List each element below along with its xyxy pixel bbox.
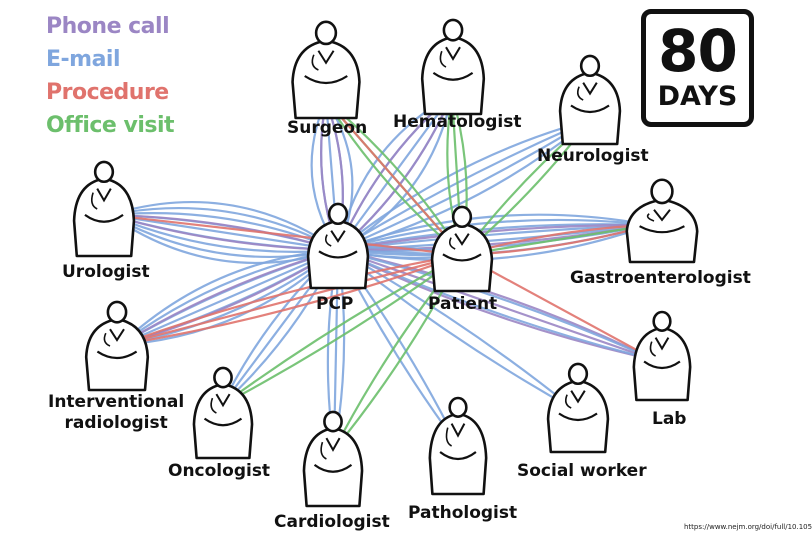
neurologist-figure-icon [558, 54, 622, 146]
email-link-7 [108, 206, 340, 252]
legend-email: E-mail [46, 47, 121, 72]
procedure-link-80 [108, 213, 464, 257]
urologist-label: Urologist [62, 262, 150, 282]
patient-figure-icon [430, 205, 494, 293]
procedure-link-78 [118, 253, 464, 347]
pcp-figure-icon [306, 202, 370, 290]
hematologist-figure-icon [420, 18, 486, 116]
email-link-26 [336, 118, 592, 252]
legend-office-visit: Office visit [46, 113, 175, 138]
surgeon-figure-icon [291, 20, 361, 120]
email-link-8 [108, 201, 340, 252]
patient-label: Patient [428, 294, 498, 314]
legend-phone-call: Phone call [46, 14, 170, 39]
email-link-30 [336, 218, 652, 252]
oncologist-figure-icon [192, 366, 254, 460]
procedure-link-79 [118, 253, 464, 347]
phone-link-37 [336, 223, 652, 252]
pcp-label: PCP [316, 294, 354, 314]
lab-figure-icon [632, 310, 692, 402]
phone-link-59 [336, 248, 657, 362]
cardiologist-label: Cardiologist [274, 512, 390, 532]
days-badge: 80 DAYS [641, 9, 754, 127]
legend-procedure: Procedure [46, 80, 169, 105]
oncologist-label: Oncologist [168, 461, 271, 481]
days-count: 80 [658, 17, 738, 85]
email-link-56 [336, 248, 577, 412]
interventional-radiologist-label-line1: Interventional [48, 392, 185, 412]
pathologist-label: Pathologist [408, 503, 518, 523]
neurologist-label: Neurologist [537, 146, 649, 166]
email-link-62 [336, 248, 657, 362]
social-worker-label: Social worker [517, 461, 647, 481]
email-link-61 [336, 248, 657, 362]
source-url: https://www.nejm.org/doi/full/10.105 [684, 523, 812, 531]
gastroenterologist-label: Gastroenterologist [570, 268, 751, 288]
gastroenterologist-figure-icon [625, 178, 699, 264]
interventional-radiologist-figure-icon [84, 300, 150, 392]
days-unit: DAYS [657, 81, 738, 112]
office-link-82 [220, 253, 464, 407]
legend: Phone call E-mail Procedure Office visit [46, 10, 175, 142]
interventional-radiologist-label: Interventional radiologist [48, 392, 184, 434]
phone-link-58 [336, 248, 657, 362]
lab-label: Lab [652, 409, 687, 429]
procedure-link-77 [118, 253, 464, 347]
surgeon-label: Surgeon [287, 118, 368, 138]
pathologist-figure-icon [428, 396, 488, 496]
urologist-figure-icon [72, 160, 136, 258]
phone-link-60 [336, 248, 657, 362]
cardiologist-figure-icon [302, 410, 364, 508]
interventional-radiologist-label-line2: radiologist [64, 413, 168, 433]
hematologist-label: Hematologist [393, 112, 522, 132]
social-worker-figure-icon [546, 362, 610, 454]
